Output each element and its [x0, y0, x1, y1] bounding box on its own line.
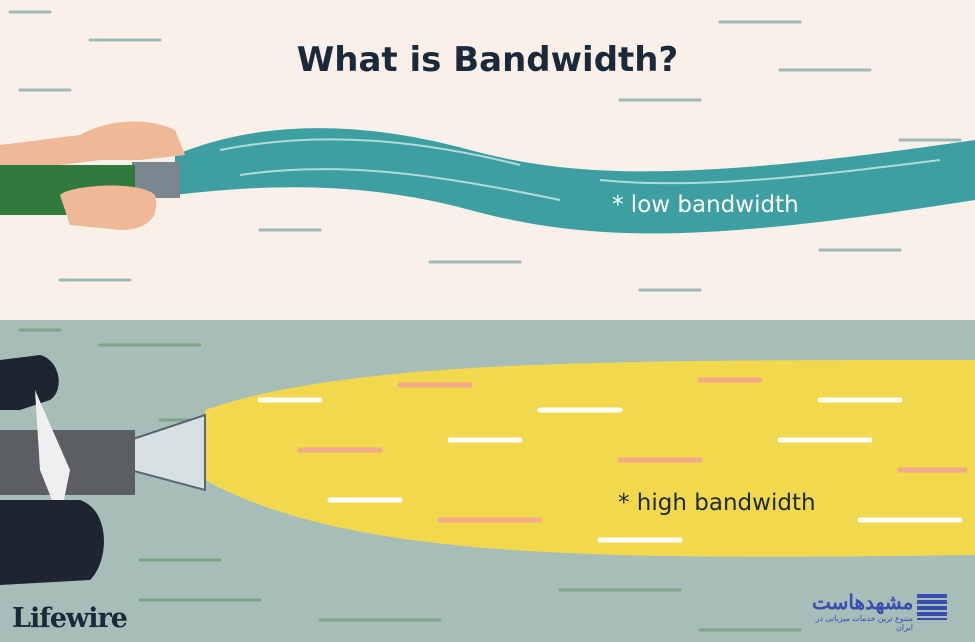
grey-hose [0, 430, 135, 495]
page-title: What is Bandwidth? [296, 40, 679, 80]
glove-top [0, 355, 59, 410]
low-bandwidth-stream [175, 128, 975, 234]
watermark-name: مشهدهاست [812, 592, 914, 614]
lifewire-logo: Lifewire [12, 603, 128, 634]
high-bandwidth-label: * high bandwidth [618, 490, 816, 516]
stream-dashes [257, 377, 968, 543]
watermark-tagline: متنوع ترین خدمات میزبانی در ایران [815, 614, 913, 632]
high-bandwidth-stream [205, 360, 975, 557]
hand-top [0, 121, 185, 165]
background-dashes [8, 10, 962, 292]
low-bandwidth-label: * low bandwidth [612, 192, 799, 218]
watermark-mark-icon [917, 594, 947, 620]
glove-bottom [0, 500, 104, 585]
watermark-logo: مشهدهاست متنوع ترین خدمات میزبانی در ایر… [812, 592, 947, 632]
